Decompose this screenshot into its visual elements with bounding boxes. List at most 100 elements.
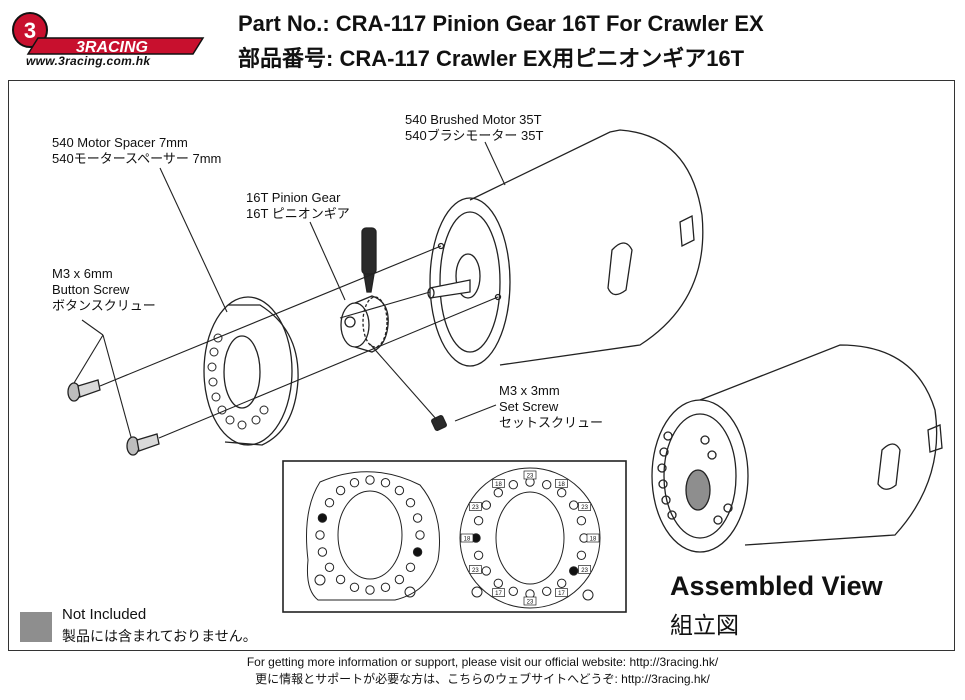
tooth-label: 23	[581, 568, 588, 574]
detail-hole	[415, 530, 425, 540]
detail-hole	[405, 498, 416, 508]
tooth-label-box	[523, 596, 537, 606]
detail-hole	[380, 478, 391, 488]
detail-hole	[349, 478, 360, 488]
button-screw-lower	[126, 433, 160, 456]
detail-hole	[335, 574, 346, 585]
spacer-front-view	[459, 467, 601, 609]
detail-hole	[405, 562, 416, 572]
motor-callout: 540 Brushed Motor 35T 540ブラシモーター 35T	[405, 112, 543, 144]
button-screw-callout-en: Button Screw	[52, 282, 130, 297]
detail-hole-ring	[315, 475, 589, 599]
pinion-callout-jp: 16T ピニオンギア	[246, 206, 350, 221]
leader-lines	[73, 141, 506, 439]
detail-hole	[557, 488, 567, 498]
tooth-label: 23	[472, 505, 479, 511]
tooth-label-box	[469, 565, 482, 574]
spacer-callout-en: 540 Motor Spacer 7mm	[52, 135, 188, 150]
tooth-label-box	[578, 502, 591, 511]
detail-hole	[473, 550, 484, 560]
tooth-label-box	[586, 533, 600, 543]
detail-hole	[493, 578, 503, 588]
not-included-label: Not Included	[62, 606, 147, 623]
detail-hole	[349, 582, 360, 592]
page-title: Part No.: CRA-117 Pinion Gear 16T For Cr…	[238, 11, 764, 36]
detail-hole	[542, 480, 552, 490]
tooth-label-box	[578, 565, 591, 574]
footer-line-en: For getting more information or support,…	[246, 655, 719, 669]
tooth-label-box	[555, 479, 568, 488]
tooth-label-box	[469, 502, 482, 511]
motor-callout-jp: 540ブラシモーター 35T	[405, 128, 544, 143]
logo-url: www.3racing.com.hk	[26, 54, 151, 68]
assembled-motor	[651, 344, 943, 553]
detail-hole	[557, 578, 567, 588]
tooth-label-box	[492, 588, 505, 597]
detail-hole	[365, 475, 375, 485]
tooth-label: 23	[527, 600, 534, 606]
button-screw-upper	[67, 379, 101, 402]
tooth-label: 23	[472, 568, 479, 574]
spacer-callout: 540 Motor Spacer 7mm 540モータースペーサー 7mm	[52, 135, 221, 167]
detail-hole	[576, 550, 587, 560]
tooth-label: 23	[527, 474, 534, 480]
detail-hole	[508, 480, 518, 490]
tooth-label: 18	[558, 482, 565, 488]
detail-hole	[481, 566, 491, 576]
pinion-callout: 16T Pinion Gear 16T ピニオンギア	[246, 190, 350, 222]
assembled-view-label: Assembled View	[670, 571, 883, 601]
detail-hole	[394, 574, 405, 585]
detail-hole	[412, 513, 423, 523]
brand-logo: 3 3RACING	[12, 12, 205, 56]
footer-line-jp: 更に情報とサポートが必要な方は、こちらのウェブサイトへどうぞ: http://3…	[255, 672, 710, 686]
detail-hole	[576, 516, 587, 526]
set-screw-callout-size: M3 x 3mm	[499, 383, 560, 398]
tooth-label: 23	[581, 505, 588, 511]
detail-hole	[569, 500, 579, 510]
assembled-view-label-jp: 組立図	[670, 612, 739, 638]
button-screw-callout-jp: ボタンスクリュー	[52, 298, 156, 313]
detail-hole	[317, 547, 328, 557]
tooth-label: 18	[495, 482, 502, 488]
not-included-label-jp: 製品には含まれておりません。	[62, 628, 257, 644]
tooth-label: 18	[464, 537, 471, 543]
spacer-callout-jp: 540モータースペーサー 7mm	[52, 151, 222, 166]
button-screw-callout: M3 x 6mm Button Screw ボタンスクリュー	[52, 266, 156, 314]
motor-callout-en: 540 Brushed Motor 35T	[405, 112, 542, 127]
detail-hole	[324, 498, 335, 508]
detail-hole	[508, 586, 518, 596]
detail-hole	[335, 485, 346, 496]
tooth-label-box	[492, 479, 505, 488]
detail-hole	[412, 547, 423, 557]
brushed-motor	[427, 129, 704, 367]
detail-hole	[481, 500, 491, 510]
diagram-frame	[8, 80, 955, 651]
page-title-japanese: 部品番号: CRA-117 Crawler EX用ピニオンギア16T	[238, 46, 745, 71]
set-screw-callout-jp: セットスクリュー	[499, 415, 604, 430]
detail-hole	[394, 485, 405, 496]
detail-hole	[317, 513, 328, 523]
tooth-label-box	[460, 533, 474, 543]
detail-hole	[493, 488, 503, 498]
detail-hole	[542, 586, 552, 596]
detail-hole	[324, 562, 335, 572]
pinion-gear	[340, 227, 389, 353]
tooth-label: 17	[495, 591, 502, 597]
detail-hole	[380, 582, 391, 592]
pinion-callout-en: 16T Pinion Gear	[246, 190, 341, 205]
spacer-back-view	[306, 471, 441, 601]
not-included-swatch	[20, 612, 52, 642]
tooth-label-box	[555, 588, 568, 597]
detail-hole	[473, 516, 484, 526]
svg-text:3RACING: 3RACING	[76, 39, 148, 56]
header: 3 3RACING www.3racing.com.hk Part No.: C…	[0, 0, 965, 82]
set-screw	[431, 415, 447, 431]
detail-hole	[365, 585, 375, 595]
svg-text:3: 3	[24, 18, 36, 43]
detail-hole	[315, 530, 325, 540]
tooth-label: 17	[558, 591, 565, 597]
set-screw-callout-en: Set Screw	[499, 399, 559, 414]
